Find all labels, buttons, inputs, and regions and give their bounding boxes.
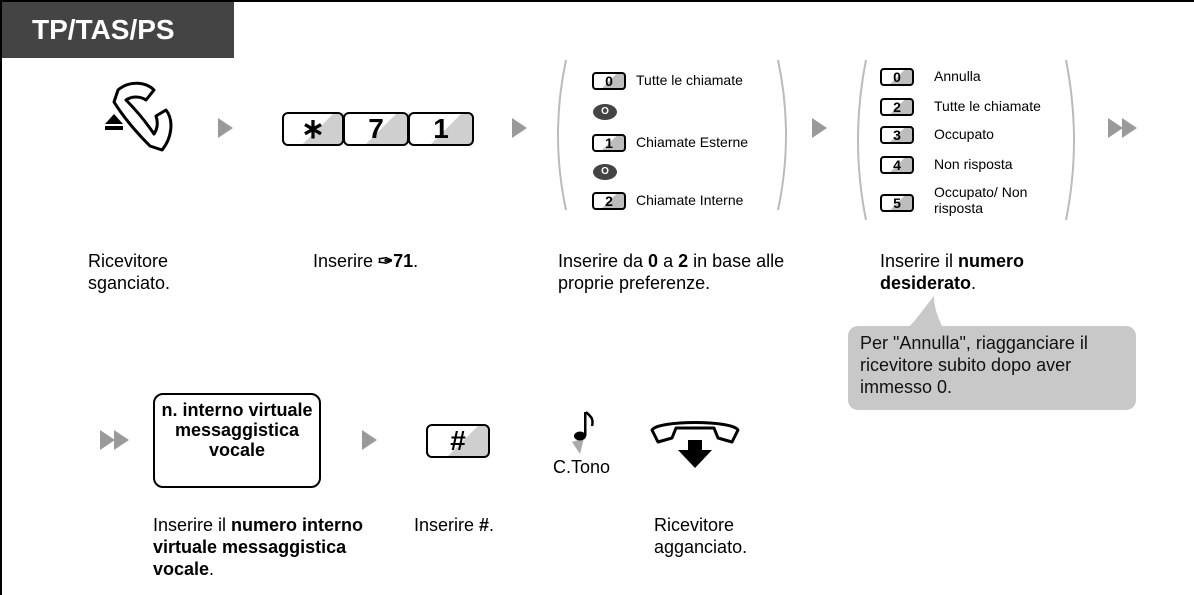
option-label-busy-no-answer: Occupato/ Non risposta [934, 184, 1028, 216]
dial-caption: Inserire ✑71. [313, 251, 419, 271]
left-paren-icon [557, 59, 567, 211]
option-label-cancel: Annulla [934, 68, 981, 84]
continue-arrow [1122, 118, 1137, 138]
handset-offhook-icon [105, 81, 173, 152]
continue-arrow [114, 430, 129, 450]
option-label-no-answer: Non risposta [934, 156, 1013, 172]
option-label-all: Tutte le chiamate [636, 72, 743, 88]
option-label-all: Tutte le chiamate [934, 98, 1041, 114]
option-key-4: 4 [880, 156, 914, 174]
star-key: ∗ [282, 112, 344, 146]
one-key: 1 [408, 112, 474, 146]
continue-arrow [1108, 118, 1123, 138]
header-tab: TP/TAS/PS [2, 2, 234, 58]
hash-caption: Inserire #. [414, 515, 495, 535]
voicemail-extension-box: n. interno virtuale messaggistica vocale [153, 393, 321, 488]
note-pointer-icon [906, 296, 944, 330]
or-badge: O [593, 104, 617, 120]
range-caption: Inserire da 0 a 2 in base alle proprie p… [558, 251, 785, 293]
option-key-0: 0 [880, 68, 914, 86]
header-title: TP/TAS/PS [32, 14, 175, 45]
option-key-1: 1 [592, 134, 626, 152]
seven-key: 7 [343, 112, 409, 146]
step-arrow [362, 430, 377, 450]
step-arrow [512, 118, 527, 138]
option-key-2: 2 [592, 192, 626, 210]
voicemail-caption: Inserire il numero interno virtuale mess… [153, 515, 364, 579]
option-label-internal: Chiamate Interne [636, 192, 744, 208]
option-label-busy: Occupato [934, 126, 994, 142]
or-badge: O [593, 164, 617, 180]
tone-label: C.Tono [553, 457, 611, 477]
option-label-external: Chiamate Esterne [636, 134, 749, 150]
option-key-2: 2 [880, 98, 914, 116]
cancel-note: Per "Annulla", riagganciare il ricevitor… [848, 326, 1136, 410]
step-arrow [812, 118, 827, 138]
step-arrow [218, 118, 233, 138]
hash-key: # [426, 424, 490, 458]
left-paren-icon [857, 59, 867, 221]
handset-onhook-icon [650, 421, 740, 468]
number-caption: Inserire il numero desiderato. [880, 251, 1025, 293]
option-key-3: 3 [880, 126, 914, 144]
option-key-0: 0 [592, 72, 626, 90]
right-paren-icon [1065, 59, 1075, 221]
right-paren-icon [777, 59, 787, 211]
confirmation-tone-icon [572, 411, 594, 454]
offhook-caption: Ricevitore sganciato. [88, 251, 171, 293]
option-key-5: 5 [880, 194, 914, 212]
onhook-caption: Ricevitore agganciato. [654, 515, 748, 557]
continue-arrow [100, 430, 115, 450]
